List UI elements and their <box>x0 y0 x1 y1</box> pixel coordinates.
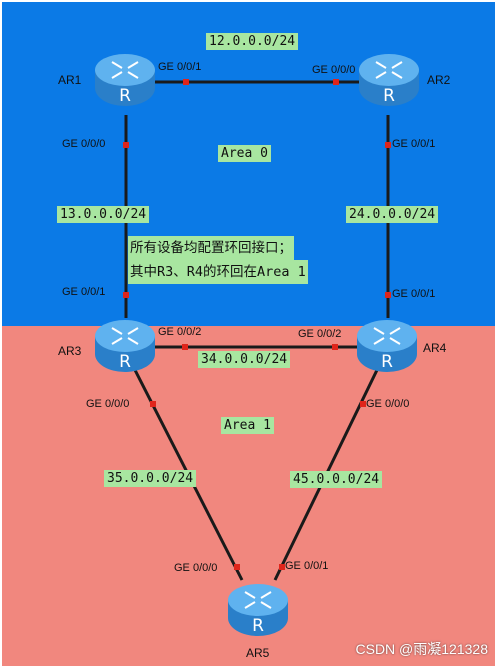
port-dot <box>385 142 391 148</box>
port-label-ar2-ge001: GE 0/0/1 <box>392 138 436 150</box>
network-label-45: 45.0.0.0/24 <box>290 471 383 488</box>
port-label-ar3-ge002: GE 0/0/2 <box>158 326 202 338</box>
watermark: CSDN @雨凝121328 <box>355 641 489 657</box>
router-glyph: R <box>381 352 393 372</box>
port-dot <box>123 292 129 298</box>
port-label-ar4-ge002: GE 0/0/2 <box>298 328 342 340</box>
router-ar5[interactable]: R <box>225 578 291 640</box>
router-glyph: R <box>119 352 131 372</box>
port-dot <box>279 564 285 570</box>
port-dot <box>332 344 338 350</box>
port-dot <box>183 79 189 85</box>
port-dot <box>333 79 339 85</box>
port-label-ar3-ge000: GE 0/0/0 <box>86 398 130 410</box>
router-icon: R <box>357 320 417 372</box>
port-dot <box>150 401 156 407</box>
note-line-2: 其中R3、R4的环回在Area 1 <box>128 260 308 284</box>
network-label-34: 34.0.0.0/24 <box>198 351 291 368</box>
port-label-ar1-ge000: GE 0/0/0 <box>62 138 106 150</box>
router-label-ar4: AR4 <box>423 341 447 355</box>
area0-label: Area 0 <box>218 145 271 162</box>
area1-label: Area 1 <box>221 417 274 434</box>
router-label-ar2: AR2 <box>427 73 451 87</box>
port-label-ar2-ge000: GE 0/0/0 <box>312 64 356 76</box>
port-label-ar5-ge000: GE 0/0/0 <box>174 562 218 574</box>
network-label-12: 12.0.0.0/24 <box>206 33 299 50</box>
router-icon: R <box>228 584 288 636</box>
port-label-ar5-ge001: GE 0/0/1 <box>285 560 329 572</box>
router-label-ar3: AR3 <box>58 344 82 358</box>
network-label-13: 13.0.0.0/24 <box>57 206 150 223</box>
router-glyph: R <box>252 616 264 636</box>
router-ar3[interactable]: R <box>92 314 158 376</box>
router-glyph: R <box>383 86 395 106</box>
port-dot <box>123 142 129 148</box>
port-label-ar4-ge001: GE 0/0/1 <box>392 288 436 300</box>
router-glyph: R <box>119 86 131 106</box>
network-label-35: 35.0.0.0/24 <box>104 470 197 487</box>
router-ar4[interactable]: R <box>354 314 420 376</box>
loopback-note: 所有设备均配置环回接口； 其中R3、R4的环回在Area 1 <box>128 236 308 284</box>
port-label-ar1-ge001: GE 0/0/1 <box>158 61 202 73</box>
port-dot <box>360 401 366 407</box>
router-ar2[interactable]: R <box>356 48 422 110</box>
note-line-1: 所有设备均配置环回接口； <box>128 236 294 260</box>
port-dot <box>234 564 240 570</box>
port-dot <box>385 292 391 298</box>
router-icon: R <box>359 54 419 106</box>
port-label-ar3-ge001: GE 0/0/1 <box>62 286 106 298</box>
router-ar1[interactable]: R <box>92 48 158 110</box>
router-label-ar1: AR1 <box>58 73 82 87</box>
network-label-24: 24.0.0.0/24 <box>346 206 439 223</box>
port-dot <box>182 344 188 350</box>
router-label-ar5: AR5 <box>246 646 270 660</box>
port-label-ar4-ge000: GE 0/0/0 <box>366 398 410 410</box>
router-icon: R <box>95 54 155 106</box>
router-icon: R <box>95 320 155 372</box>
